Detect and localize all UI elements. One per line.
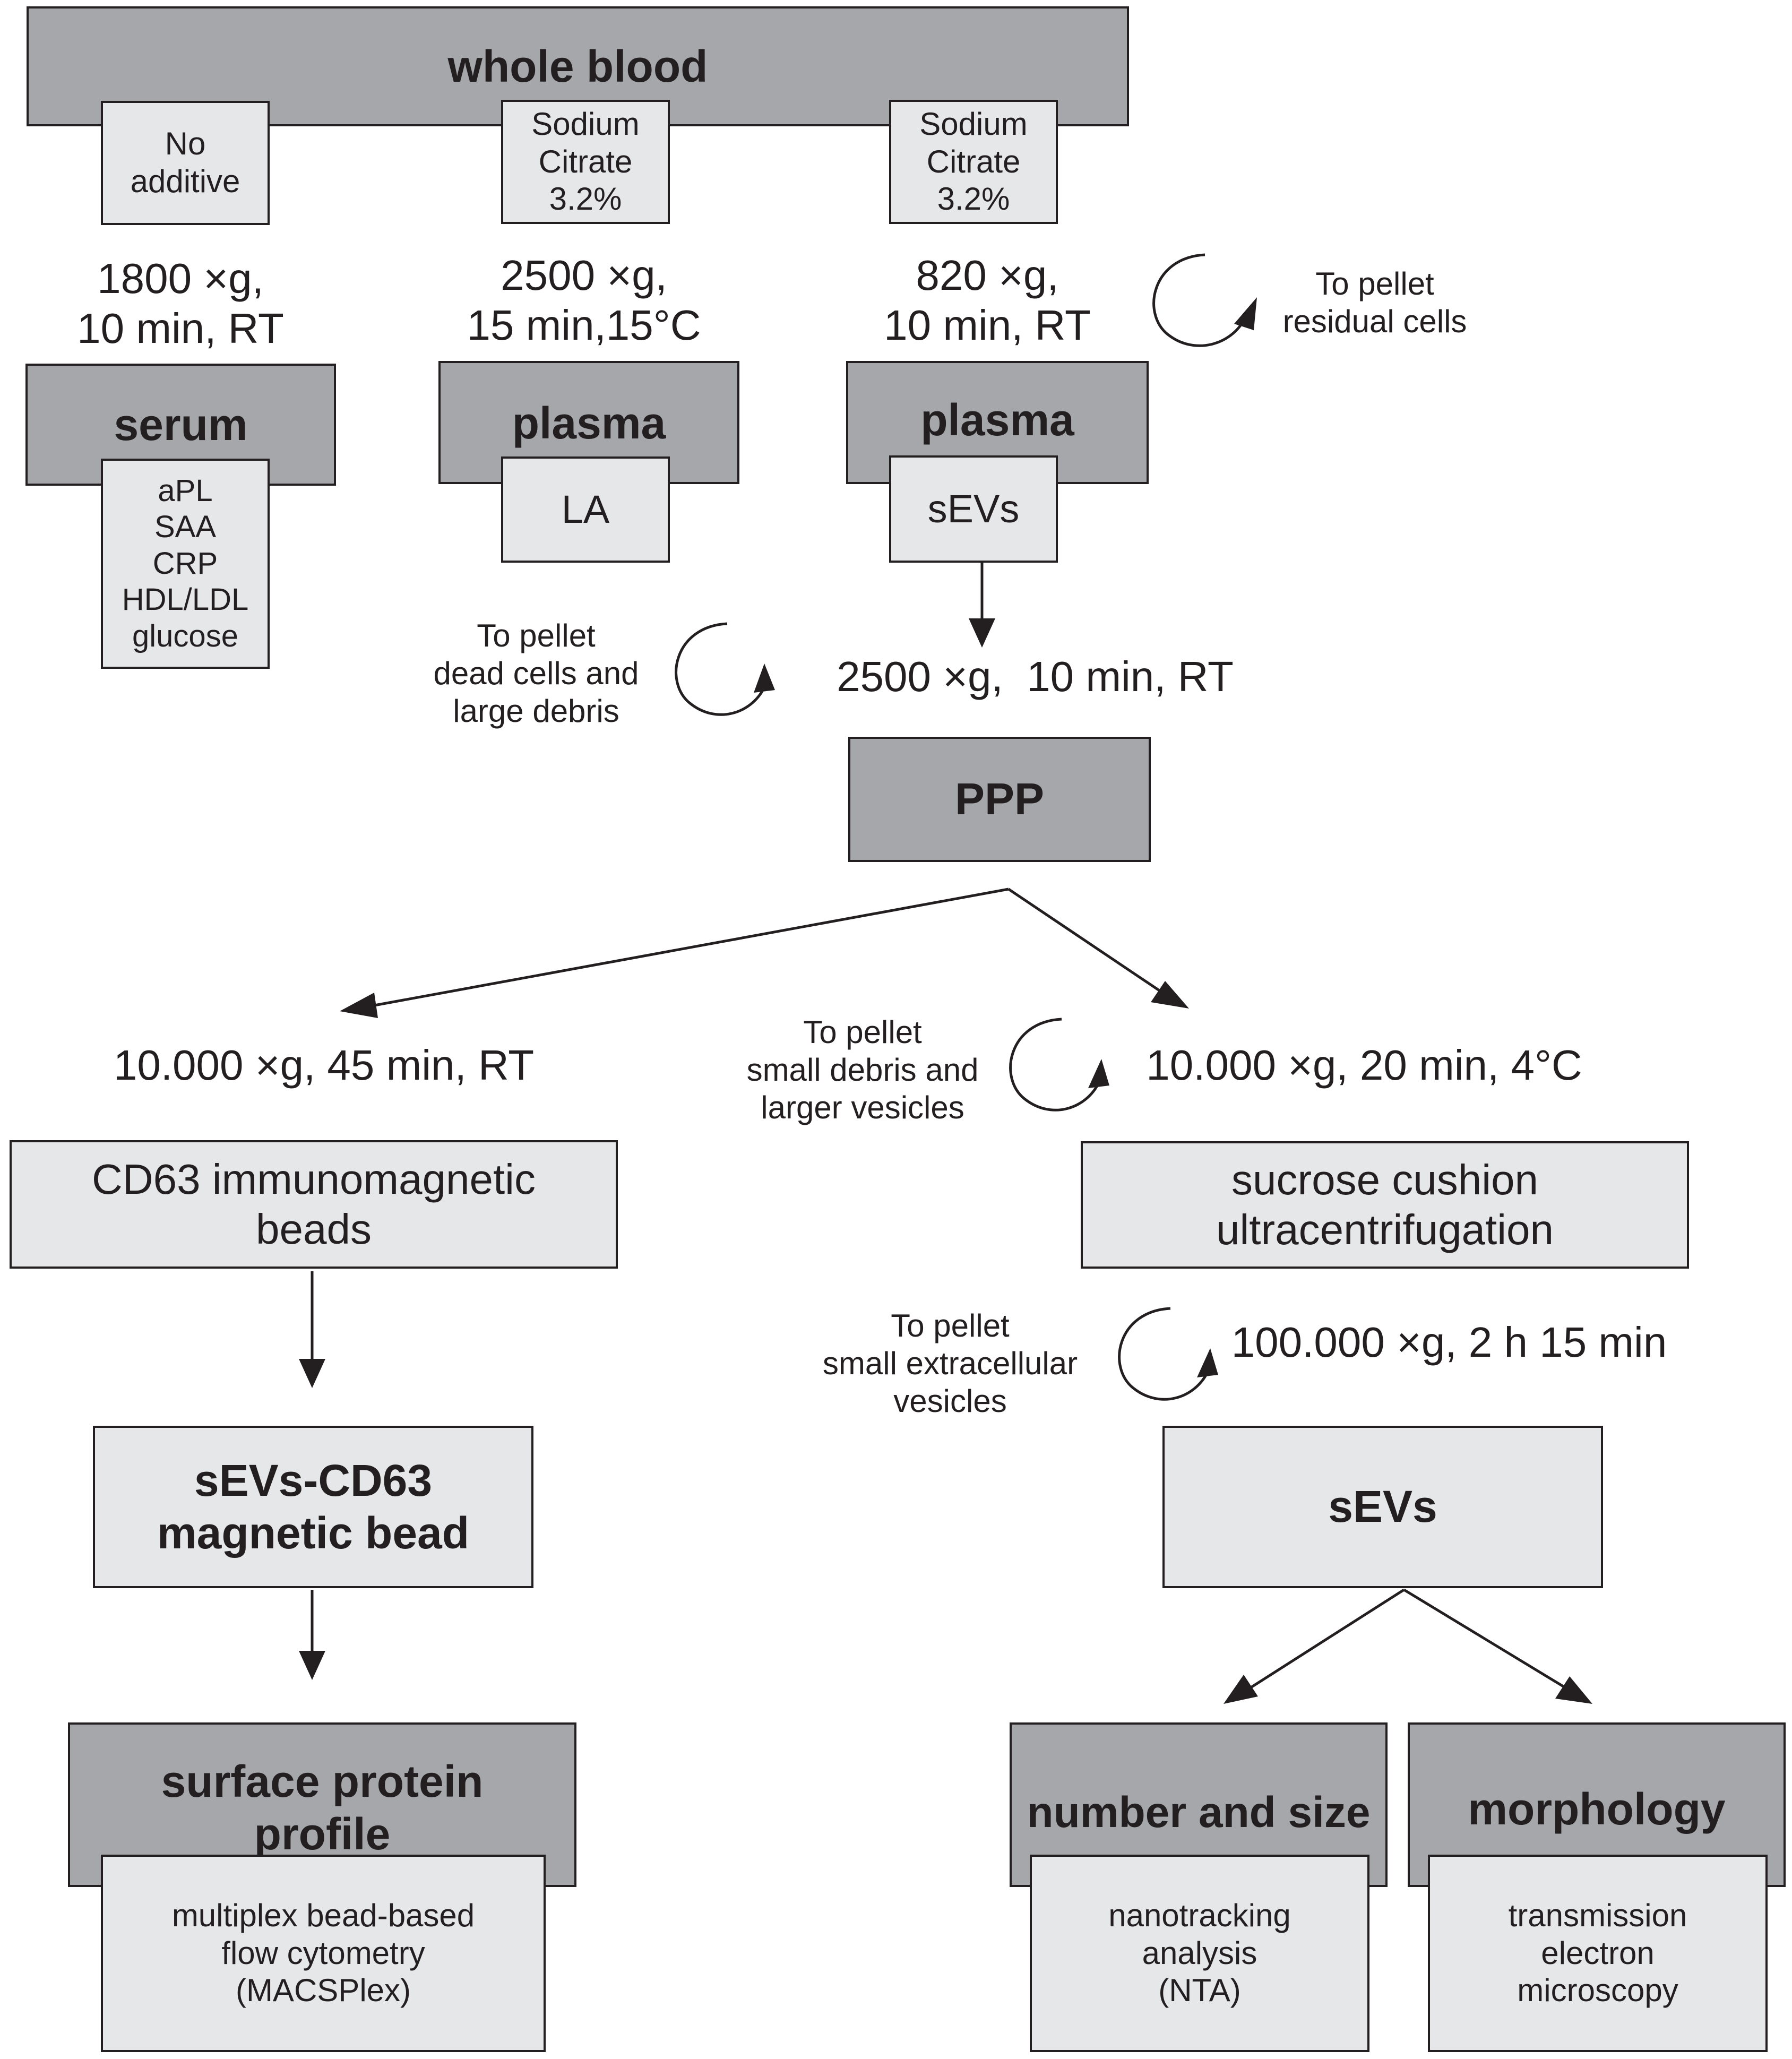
arrow-sevs-left xyxy=(1249,1588,1405,1690)
arrow-sevs-to-spin-head xyxy=(969,618,995,648)
macsplex-label: multiplex bead-based flow cytometry (MAC… xyxy=(171,1897,475,2009)
spin-right-branch: 10.000 ×g, 20 min, 4°C xyxy=(1146,1041,1582,1089)
arrow-sevs-right-head xyxy=(1555,1676,1592,1704)
nta-label: nanotracking analysis (NTA) xyxy=(1108,1897,1291,2009)
la-label: LA xyxy=(561,487,610,532)
sucrose-cushion-label: sucrose cushion ultracentrifugation xyxy=(1216,1156,1554,1253)
tube-citrate-la-label: Sodium Citrate 3.2% xyxy=(531,106,640,217)
whole-blood-title: whole blood xyxy=(447,41,708,91)
ppp-label: PPP xyxy=(954,774,1045,824)
note-dead-cells: To pellet dead cells and large debris xyxy=(433,618,639,729)
arrow-ppp-right xyxy=(1007,888,1164,994)
spin-plasma-la: 2500 ×g, 15 min,15°C xyxy=(467,252,701,349)
spin-plasma-sevs: 820 ×g, 10 min, RT xyxy=(884,252,1091,349)
spin-ultracentrifugation: 100.000 ×g, 2 h 15 min xyxy=(1231,1319,1667,1366)
rotation-icon-small-debris xyxy=(1009,1018,1109,1112)
arrow-sevs-left-head xyxy=(1224,1675,1258,1704)
spin-serum: 1800 ×g, 10 min, RT xyxy=(77,255,284,352)
macsplex-box: multiplex bead-based flow cytometry (MAC… xyxy=(101,1855,546,2052)
arrow-beads-down-head xyxy=(299,1359,325,1388)
spin-ppp: 2500 ×g, 10 min, RT xyxy=(837,653,1234,700)
tube-citrate-sevs: Sodium Citrate 3.2% xyxy=(889,100,1058,224)
arrow-ppp-left xyxy=(371,888,1009,1007)
morphology-title: morphology xyxy=(1468,1784,1726,1834)
sevs-cd63-bead-box: sEVs-CD63 magnetic bead xyxy=(93,1426,533,1588)
sevs-plasma-box: sEVs xyxy=(889,455,1058,563)
surface-protein-title: surface protein profile xyxy=(161,1756,484,1859)
note-small-debris: To pellet small debris and larger vesicl… xyxy=(746,1014,979,1125)
arrow-beadproduct-down-head xyxy=(299,1651,325,1680)
arrow-sevs-right xyxy=(1403,1588,1567,1690)
rotation-icon-dead xyxy=(675,622,775,716)
rotation-icon-small-ev xyxy=(1118,1307,1218,1401)
rotation-icon-residual xyxy=(1152,253,1257,347)
number-size-title: number and size xyxy=(1027,1788,1371,1837)
tem-label: transmission electron microscopy xyxy=(1508,1897,1687,2009)
plasma-sevs-title: plasma xyxy=(920,395,1074,445)
la-box: LA xyxy=(501,456,670,563)
tem-box: transmission electron microscopy xyxy=(1428,1855,1768,2052)
serum-assays: aPL SAA CRP HDL/LDL glucose xyxy=(122,473,249,653)
arrow-ppp-right-head xyxy=(1151,981,1189,1009)
note-residual-cells: To pellet residual cells xyxy=(1282,266,1467,339)
sevs-final-box: sEVs xyxy=(1162,1426,1603,1588)
plasma-la-title: plasma xyxy=(512,398,666,448)
arrow-ppp-left-head xyxy=(340,993,378,1018)
spin-left-branch: 10.000 ×g, 45 min, RT xyxy=(113,1041,535,1089)
cd63-beads-box: CD63 immunomagnetic beads xyxy=(10,1140,618,1269)
serum-title: serum xyxy=(114,400,248,450)
note-small-ev: To pellet small extracellular vesicles xyxy=(822,1308,1078,1419)
serum-assays-box: aPL SAA CRP HDL/LDL glucose xyxy=(101,459,270,669)
sevs-cd63-bead-label: sEVs-CD63 magnetic bead xyxy=(157,1455,470,1558)
tube-citrate-la: Sodium Citrate 3.2% xyxy=(501,100,670,224)
nta-box: nanotracking analysis (NTA) xyxy=(1030,1855,1369,2052)
tube-no-additive-label: No additive xyxy=(130,126,240,199)
tube-no-additive: No additive xyxy=(101,101,270,225)
sevs-plasma-label: sEVs xyxy=(927,487,1020,531)
ppp-box: PPP xyxy=(848,737,1151,862)
tube-citrate-sevs-label: Sodium Citrate 3.2% xyxy=(919,106,1028,217)
sevs-final-label: sEVs xyxy=(1328,1481,1437,1532)
cd63-beads-label: CD63 immunomagnetic beads xyxy=(92,1155,536,1253)
sucrose-cushion-box: sucrose cushion ultracentrifugation xyxy=(1081,1141,1689,1269)
